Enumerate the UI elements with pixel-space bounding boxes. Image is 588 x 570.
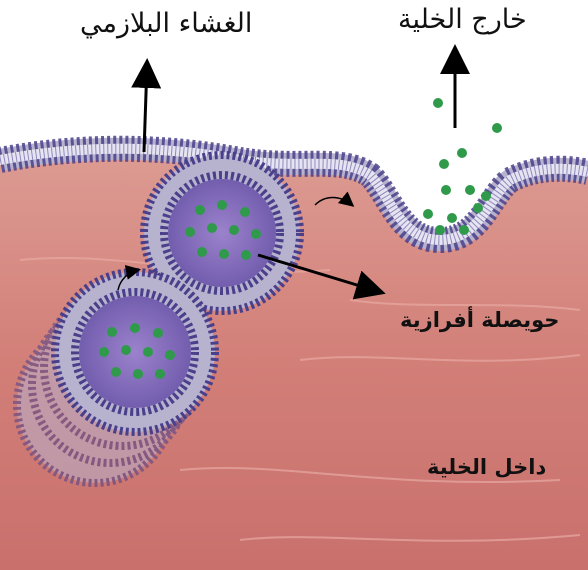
label-plasma-membrane: الغشاء البلازمي — [80, 8, 252, 39]
approaching-vesicle — [55, 272, 215, 432]
label-secretory-vesicle: حويصلة أفرازية — [400, 308, 559, 332]
label-outside-cell: خارج الخلية — [398, 4, 527, 35]
label-inside-cell: داخل الخلية — [427, 455, 546, 479]
